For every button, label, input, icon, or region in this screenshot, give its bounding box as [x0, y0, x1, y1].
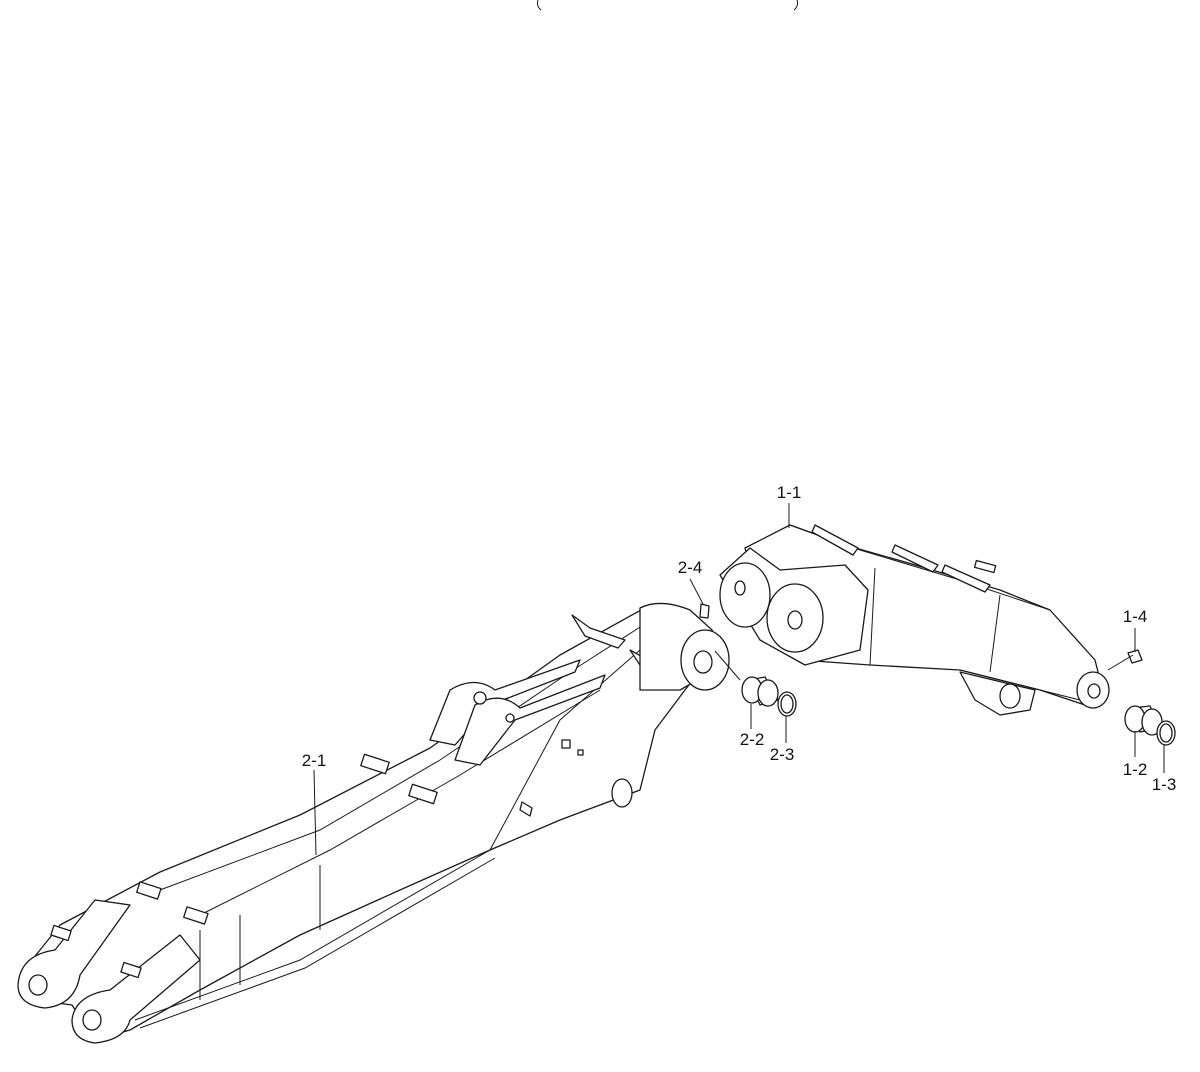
arm-front-bore	[1087, 683, 1101, 699]
arm-top-tab	[891, 544, 939, 573]
ring-part-2-3	[777, 691, 797, 717]
leader-2-1	[313, 769, 317, 856]
boom-top-edge-2	[199, 689, 601, 916]
boom-pad	[120, 961, 142, 979]
callout-1-3: 1-3	[1152, 775, 1177, 794]
callout-1-2: 1-2	[1123, 760, 1148, 779]
callout-1-4: 1-4	[1123, 607, 1148, 626]
arm-lower-hole	[999, 683, 1021, 709]
leader-1-1-small	[714, 650, 741, 681]
boom-front-bore	[693, 650, 713, 674]
arm-part-1-1	[719, 524, 1143, 716]
bracket-pin-hole	[473, 691, 487, 705]
boom-lower-hole	[611, 778, 633, 808]
callout-2-4: 2-4	[678, 558, 703, 577]
boom-fitting	[519, 801, 533, 817]
cropped-header-bracket-left	[536, 0, 542, 11]
boom-pad	[183, 906, 209, 925]
ring-part-1-3	[1156, 720, 1176, 746]
arm-rear-boss-left	[719, 562, 771, 628]
boom-fitting	[577, 749, 584, 756]
boom-rear-eye-left	[28, 974, 48, 996]
arm-panel-line	[869, 567, 876, 666]
cropped-header-bracket-right	[793, 0, 799, 11]
bracket-pin-hole	[505, 713, 515, 723]
bushing-part-2-2	[741, 676, 779, 707]
callout-1-1: 1-1	[777, 483, 802, 502]
grease-fitting-2-4	[699, 603, 710, 619]
callout-2-1: 2-1	[302, 751, 327, 770]
arm-top-tab	[811, 524, 859, 556]
arm-rear-hole-right	[787, 610, 803, 630]
boom-lower-chord	[134, 849, 491, 1021]
boom-top-tab	[571, 614, 626, 649]
boom-lower-chord-2	[139, 857, 496, 1029]
boom-top-edge	[159, 621, 649, 891]
boom-side-plate	[489, 649, 641, 851]
boom-pad	[50, 924, 72, 942]
boom-fitting	[561, 739, 571, 749]
arm-rear-hole-left	[734, 580, 746, 596]
boom-part-2-1	[17, 602, 730, 1044]
arm-top-tab	[941, 564, 991, 593]
callout-2-3: 2-3	[770, 745, 795, 764]
boom-pad	[136, 881, 162, 900]
arm-panel-line	[989, 594, 1001, 673]
boom-pad	[360, 753, 390, 775]
leader-1-4-tip	[1107, 654, 1134, 671]
arm-lower-edge	[959, 669, 1081, 701]
arm-top-block	[973, 559, 997, 574]
callout-2-2: 2-2	[740, 730, 765, 749]
boom-rear-eye-right	[82, 1009, 102, 1031]
boom-rear-lug-right	[71, 934, 201, 1044]
leader-2-4	[689, 578, 704, 605]
boom-pad	[408, 783, 438, 805]
bushing-part-1-2	[1124, 705, 1163, 736]
